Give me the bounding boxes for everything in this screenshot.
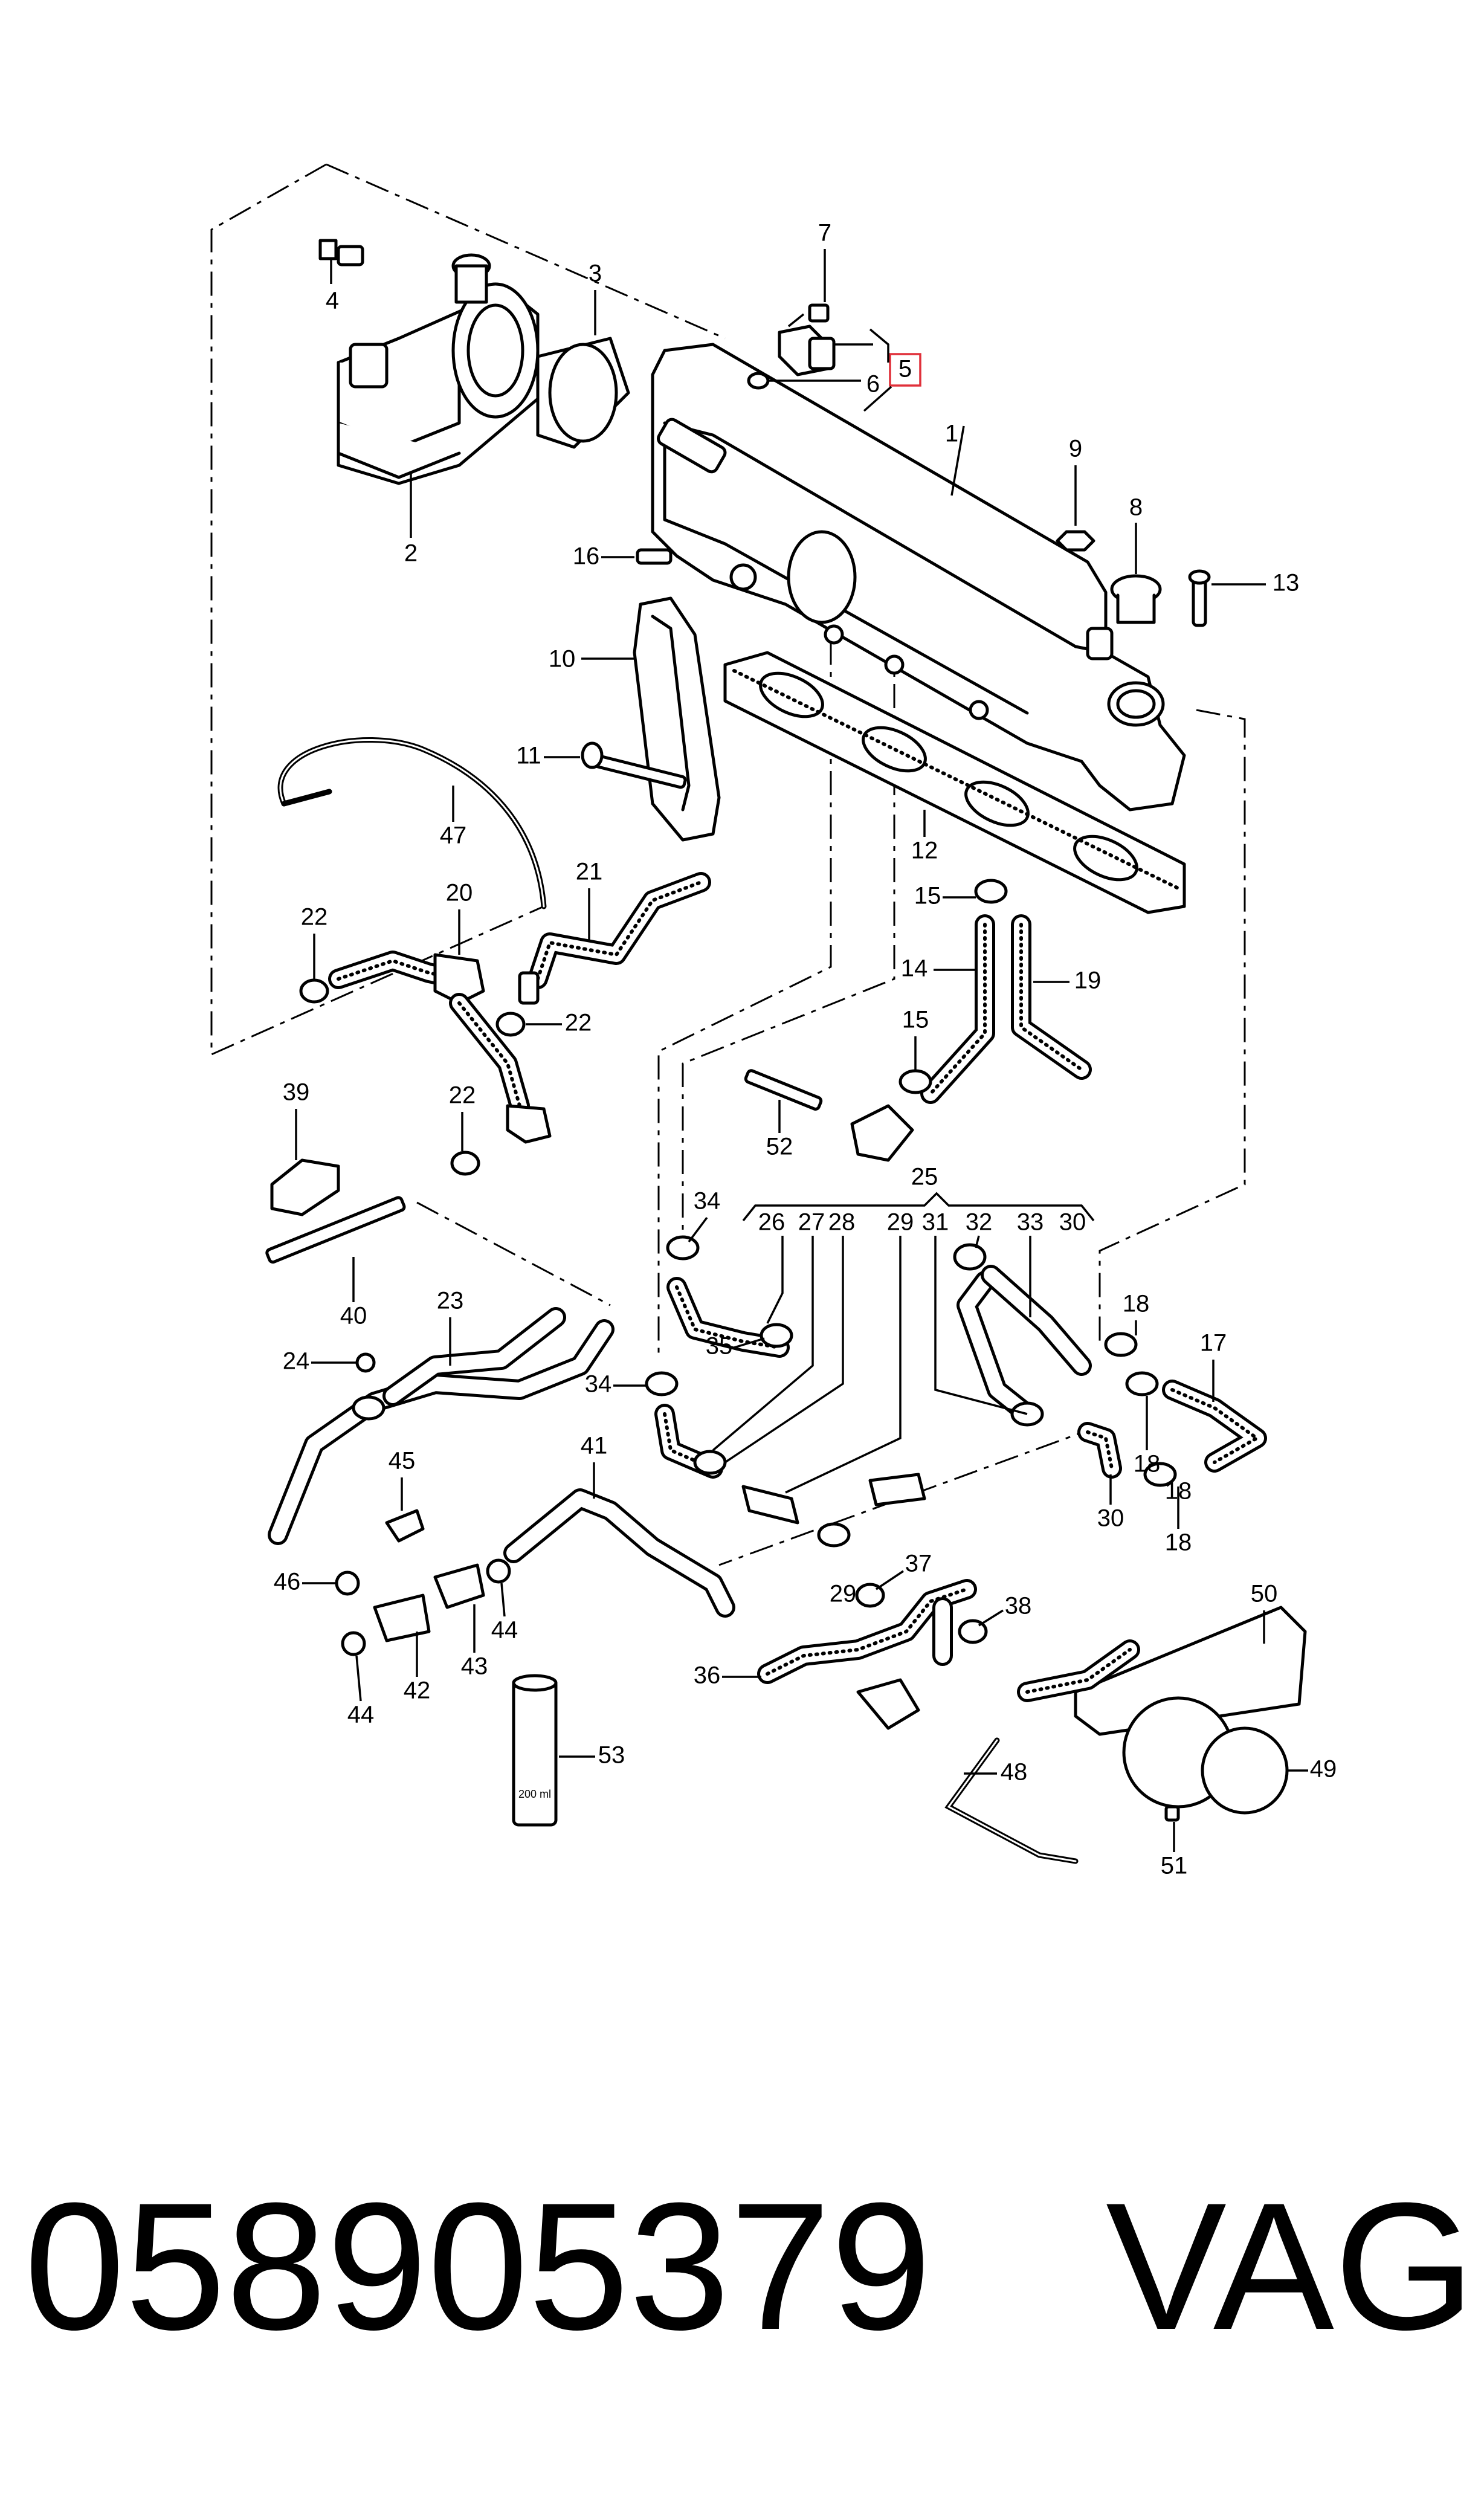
pressure-sensor <box>747 303 836 390</box>
label-35: 35 <box>706 1333 733 1360</box>
label-53: 53 <box>598 1742 625 1769</box>
label-47: 47 <box>440 822 467 849</box>
label-33: 33 <box>1017 1209 1044 1236</box>
label-28: 28 <box>828 1209 856 1236</box>
assembly-lines <box>210 163 1246 1566</box>
label-5: 5 <box>898 356 912 383</box>
label-19: 19 <box>1074 967 1102 994</box>
label-29b: 29 <box>830 1581 857 1607</box>
label-22c: 22 <box>449 1082 476 1109</box>
valve-group <box>335 1509 511 1656</box>
label-43: 43 <box>461 1653 488 1680</box>
hose-36 <box>757 1579 988 1730</box>
label-27: 27 <box>798 1209 825 1236</box>
label-37: 37 <box>905 1551 932 1577</box>
highlight-box <box>889 353 921 387</box>
label-51: 51 <box>1161 1853 1188 1879</box>
label-38: 38 <box>1005 1593 1032 1619</box>
label-2: 2 <box>404 540 418 567</box>
hoses-upper-left <box>299 872 711 1176</box>
throttle-body <box>337 253 540 485</box>
footer: 058905379 VAG <box>0 2151 1484 2405</box>
label-21: 21 <box>576 859 603 885</box>
label-42: 42 <box>404 1677 431 1704</box>
hose-group-25 <box>645 1192 1267 1548</box>
label-24: 24 <box>283 1348 310 1375</box>
label-32: 32 <box>966 1209 993 1236</box>
label-4: 4 <box>326 288 339 314</box>
label-18a: 18 <box>1123 1291 1150 1317</box>
label-34b: 34 <box>585 1371 612 1398</box>
small-parts-left <box>265 1069 914 1264</box>
label-15b: 15 <box>902 1007 929 1033</box>
support-bracket <box>633 596 721 842</box>
label-48: 48 <box>1001 1759 1028 1786</box>
exploded-parts-diagram: 200 ml <box>210 163 1337 1879</box>
label-9: 9 <box>1069 436 1082 462</box>
label-15a: 15 <box>914 883 941 909</box>
can-volume-label: 200 ml <box>518 1788 551 1800</box>
label-22a: 22 <box>301 904 328 931</box>
label-20: 20 <box>446 880 473 906</box>
label-6: 6 <box>866 371 880 398</box>
vacuum-pipes <box>898 879 1092 1104</box>
manifold-gasket <box>723 651 1186 914</box>
label-36: 36 <box>694 1662 721 1689</box>
label-14: 14 <box>901 955 928 982</box>
label-29: 29 <box>887 1209 914 1236</box>
hose-41 <box>503 1488 735 1618</box>
label-46: 46 <box>274 1569 301 1595</box>
throttle-gasket <box>536 337 630 449</box>
intake-manifold <box>651 343 1186 812</box>
label-13: 13 <box>1273 570 1300 596</box>
spray-can: 200 ml <box>512 1674 558 1827</box>
bolt-4 <box>318 239 364 284</box>
label-8: 8 <box>1129 494 1143 521</box>
label-11: 11 <box>516 743 541 769</box>
label-31: 31 <box>922 1209 949 1236</box>
label-39: 39 <box>283 1079 310 1106</box>
label-44a: 44 <box>491 1617 518 1644</box>
label-41: 41 <box>581 1433 608 1459</box>
label-30b: 30 <box>1097 1505 1124 1532</box>
label-22b: 22 <box>565 1010 592 1036</box>
wire-47 <box>277 737 547 909</box>
label-18b: 18 <box>1134 1451 1161 1477</box>
label-18d: 18 <box>1165 1529 1192 1556</box>
label-26: 26 <box>758 1209 786 1236</box>
label-44b: 44 <box>347 1702 375 1728</box>
fasteners <box>581 530 1211 789</box>
label-50: 50 <box>1251 1581 1278 1607</box>
carbon-canister <box>944 1606 1307 1864</box>
harness-23 <box>268 1307 615 1545</box>
label-30: 30 <box>1059 1209 1086 1236</box>
label-10: 10 <box>549 646 576 673</box>
label-34a: 34 <box>694 1188 721 1215</box>
label-45: 45 <box>389 1448 416 1474</box>
label-40: 40 <box>340 1303 367 1329</box>
label-7: 7 <box>818 220 831 247</box>
label-17: 17 <box>1200 1330 1227 1357</box>
label-25: 25 <box>911 1164 938 1190</box>
label-12: 12 <box>911 838 938 864</box>
label-49: 49 <box>1310 1756 1337 1783</box>
label-16: 16 <box>573 543 600 570</box>
part-number: 058905379 <box>24 2165 932 2368</box>
part-labels: 1 2 3 4 5 6 7 8 9 10 11 12 13 14 15 15 <box>274 220 1337 1879</box>
label-3: 3 <box>589 260 602 287</box>
label-1: 1 <box>945 421 958 447</box>
label-52: 52 <box>766 1134 793 1160</box>
brand-name: VAG <box>1106 2165 1476 2368</box>
label-23: 23 <box>437 1288 464 1314</box>
